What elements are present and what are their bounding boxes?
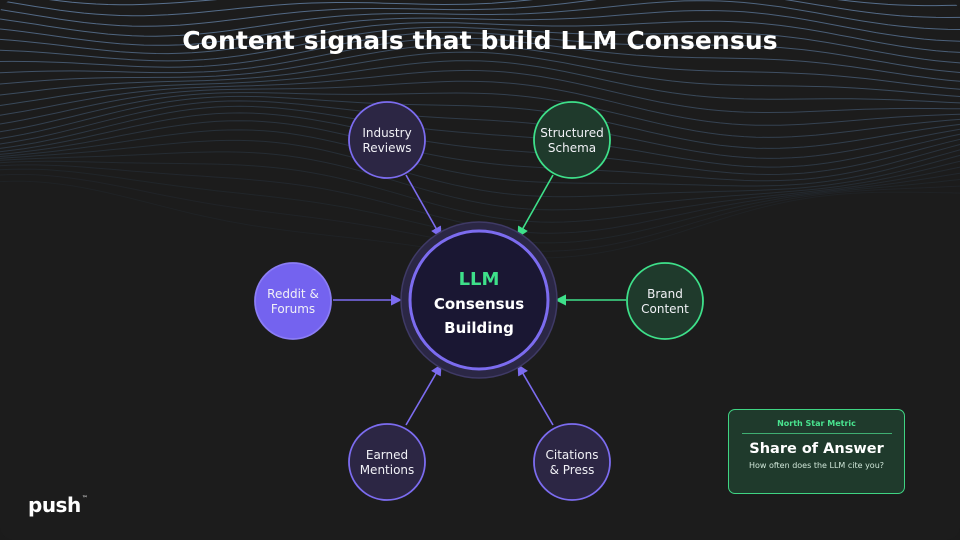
wave-line <box>0 51 960 97</box>
wave-line <box>0 129 960 187</box>
node-citations-press-line-2: & Press <box>550 463 595 477</box>
node-structured-schema-line-1: Structured <box>540 126 603 140</box>
wave-line <box>0 95 960 149</box>
connector-structured-schema <box>517 174 554 238</box>
page-title: Content signals that build LLM Consensus <box>182 26 778 55</box>
wave-line <box>0 139 960 198</box>
wave-line <box>0 151 960 211</box>
metric-kicker: North Star Metric <box>777 419 856 428</box>
node-industry-reviews: Industry Reviews <box>348 101 426 179</box>
metric-subtitle: How often does the LLM cite you? <box>748 461 885 470</box>
trademark-mark: ™ <box>81 495 88 502</box>
push-logo: push™ <box>28 493 88 517</box>
node-citations-press: Citations & Press <box>533 423 611 501</box>
hub-node: LLM Consensus Building <box>400 221 558 379</box>
wave-line <box>0 9 960 46</box>
node-earned-mentions-line-1: Earned <box>366 448 408 462</box>
node-brand-content: Brand Content <box>626 262 704 340</box>
wave-line <box>0 92 960 138</box>
wave-line <box>0 100 960 159</box>
wave-line <box>0 120 960 182</box>
metric-title: Share of Answer <box>749 441 884 457</box>
wave-line <box>0 44 960 90</box>
node-reddit-forums: Reddit & Forums <box>254 262 332 340</box>
wave-line <box>0 0 960 27</box>
wave-line <box>0 60 960 106</box>
wave-line <box>0 105 960 168</box>
node-structured-schema: Structured Schema <box>533 101 611 179</box>
node-industry-reviews-line-2: Reviews <box>362 141 411 155</box>
wave-line <box>0 160 960 223</box>
metric-divider <box>741 433 892 434</box>
wave-line <box>0 20 960 55</box>
wave-line <box>0 80 960 126</box>
logo-text: push <box>28 493 81 517</box>
connector-industry-reviews <box>405 174 442 238</box>
node-reddit-forums-line-1: Reddit & <box>267 287 319 301</box>
north-star-metric-card: North Star Metric Share of Answer How of… <box>728 409 905 494</box>
node-brand-content-line-2: Content <box>641 302 689 316</box>
connector-earned-mentions <box>405 364 442 426</box>
node-brand-content-line-1: Brand <box>647 287 683 301</box>
wave-line <box>0 37 960 82</box>
wave-line <box>0 0 960 37</box>
wave-line <box>48 0 218 6</box>
wave-line <box>0 26 960 64</box>
connector-citations-press <box>517 364 554 426</box>
node-earned-mentions: Earned Mentions <box>348 423 426 501</box>
node-structured-schema-line-2: Schema <box>548 141 596 155</box>
hub-highlight: LLM <box>459 269 500 290</box>
node-reddit-forums-line-2: Forums <box>271 302 315 316</box>
node-earned-mentions-line-2: Mentions <box>360 463 415 477</box>
hub-line-1: Consensus <box>434 295 524 313</box>
wave-line <box>0 31 960 73</box>
node-industry-reviews-line-1: Industry <box>362 126 411 140</box>
wave-line <box>0 112 960 176</box>
wave-line <box>0 0 960 17</box>
hub-line-2: Building <box>444 319 514 337</box>
node-citations-press-line-1: Citations <box>545 448 598 462</box>
wave-line <box>0 69 960 116</box>
